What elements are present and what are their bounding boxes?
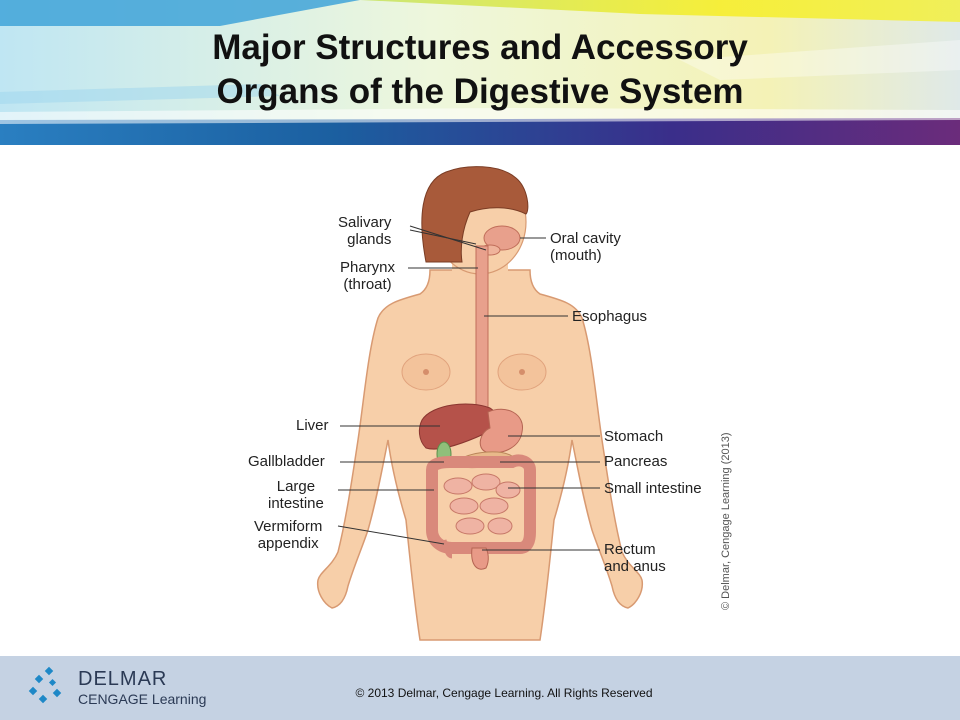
- label-rectum-line1: Rectum: [604, 541, 656, 558]
- vermiform-appendix: [441, 539, 453, 559]
- rectum: [471, 547, 489, 570]
- label-esophagus: Esophagus: [572, 308, 648, 325]
- label-stomach: Stomach: [604, 428, 664, 445]
- label-large-intestine-line1: Large: [276, 478, 316, 495]
- label-oral-cavity: Oral cavity (mouth): [550, 230, 621, 264]
- delmar-logo: DELMAR CENGAGE Learning: [28, 666, 228, 710]
- small-intestine: [443, 473, 521, 535]
- label-salivary-glands: Salivary glands: [338, 214, 391, 248]
- label-oral-cavity-line1: Oral cavity: [550, 230, 621, 247]
- digestive-system-figure: [316, 166, 644, 641]
- label-small-intestine: Small intestine: [604, 480, 702, 497]
- leader-lines: [337, 225, 600, 551]
- label-large-intestine-line2: intestine: [268, 495, 324, 512]
- label-gallbladder: Gallbladder: [248, 453, 325, 470]
- label-rectum-and-anus: Rectum and anus: [604, 541, 666, 575]
- label-pharynx-line1: Pharynx: [340, 259, 396, 276]
- label-pancreas: Pancreas: [604, 453, 668, 470]
- label-appendix-line2: appendix: [257, 535, 319, 552]
- logo-subtitle: CENGAGE Learning: [78, 691, 207, 707]
- title-line-1: Major Structures and Accessory: [212, 28, 748, 67]
- label-large-intestine: Large intestine: [268, 478, 324, 512]
- label-appendix-line1: Vermiform: [254, 518, 323, 535]
- copyright-text: © 2013 Delmar, Cengage Learning. All Rig…: [355, 686, 653, 700]
- title-line-2: Organs of the Digestive System: [216, 72, 744, 111]
- label-vermiform-appendix: Vermiform appendix: [254, 518, 322, 552]
- slide-title: Major Structures and Accessory Organs of…: [0, 26, 960, 114]
- label-pharynx: Pharynx (throat): [340, 259, 395, 293]
- label-salivary-line1: Salivary: [338, 214, 392, 231]
- delmar-logo-icon: [28, 666, 62, 704]
- label-rectum-line2: and anus: [604, 558, 666, 575]
- esophagus: [475, 245, 489, 413]
- label-oral-cavity-line2: (mouth): [550, 247, 602, 264]
- label-pharynx-line2: (throat): [343, 276, 392, 293]
- stomach: [479, 408, 523, 454]
- header-banner: [0, 0, 960, 145]
- logo-name: DELMAR: [78, 668, 168, 690]
- header-background: [0, 0, 960, 145]
- label-salivary-line2: glands: [347, 231, 392, 248]
- large-intestine: [426, 454, 536, 554]
- image-credit: © Delmar, Cengage Learning (2013): [720, 432, 732, 611]
- footer-bar: DELMAR CENGAGE Learning © 2013 Delmar, C…: [0, 656, 960, 720]
- label-liver: Liver: [296, 417, 329, 434]
